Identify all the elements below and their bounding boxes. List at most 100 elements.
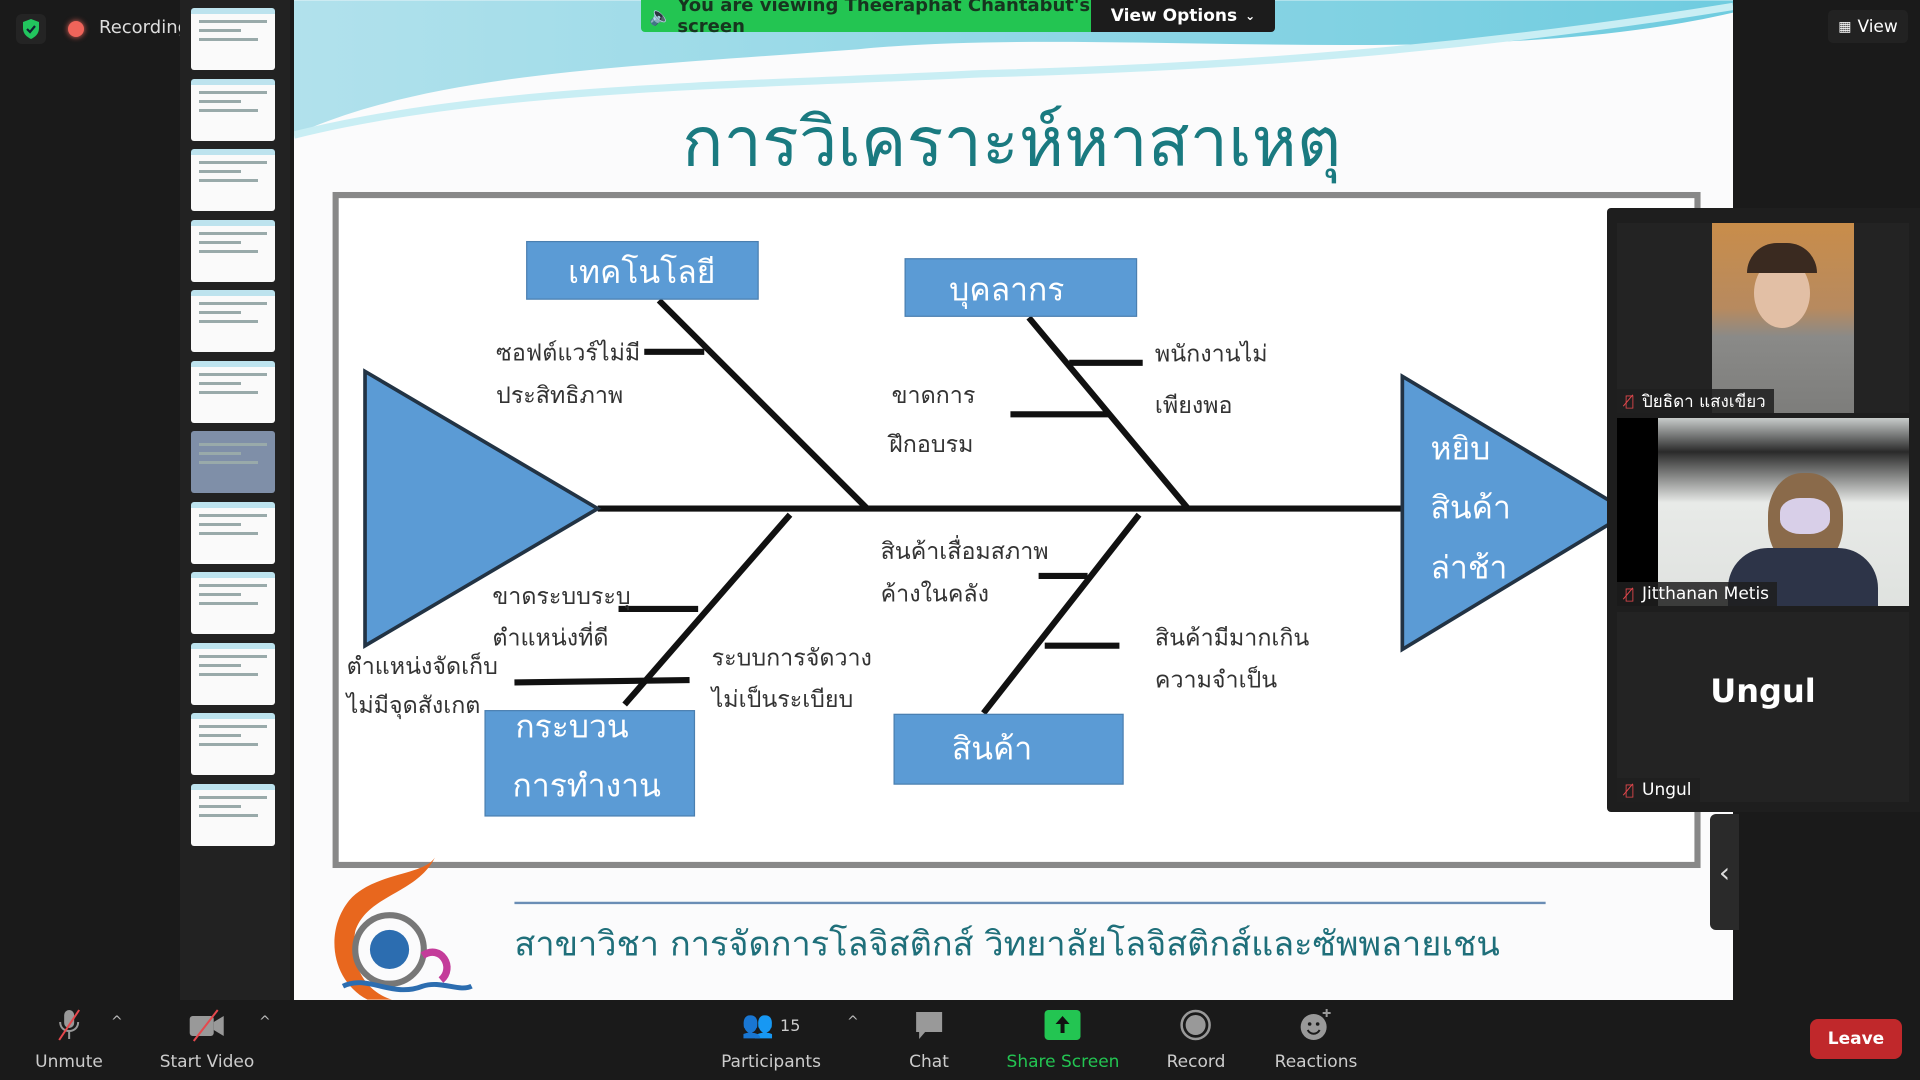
svg-text:ระบบการจัดวาง: ระบบการจัดวาง	[712, 644, 872, 671]
svg-text:ฝึกอบรม: ฝึกอบรม	[887, 431, 973, 458]
speaker-icon: 🔈	[649, 5, 672, 27]
category-box-product	[893, 713, 1124, 785]
share-screen-button[interactable]: Share Screen	[1006, 1008, 1120, 1072]
mic-muted-icon: 🎙̸	[1625, 392, 1635, 410]
slide-thumbnail[interactable]	[191, 8, 275, 70]
screen-share-banner: 🔈 You are viewing Theeraphat Chantabut's…	[641, 0, 1091, 37]
participant-name-bar: 🎙̸ ปิยธิดา แสงเขียว	[1617, 389, 1774, 413]
reactions-button[interactable]: Reactions	[1274, 1008, 1358, 1072]
svg-text:สินค้า: สินค้า	[1431, 488, 1511, 526]
video-tile[interactable]: 🎙̸ ปิยธิดา แสงเขียว	[1617, 223, 1909, 413]
participant-count: 15	[780, 1015, 801, 1035]
participant-video	[1658, 418, 1909, 606]
microphone-muted-icon	[55, 1008, 83, 1042]
svg-text:พนักงานไม่: พนักงานไม่	[1155, 341, 1268, 368]
category-box-process	[484, 710, 696, 817]
shared-screen-slide: การวิเคราะห์หาสาเหตุ หยิบ สินค้า ล่าช้า …	[293, 0, 1734, 1000]
view-options-label: View Options	[1110, 6, 1238, 26]
record-icon	[1180, 1008, 1212, 1042]
slide-thumbnail[interactable]	[191, 360, 275, 423]
leave-button[interactable]: Leave	[1810, 1019, 1902, 1059]
participants-label: Participants	[721, 1052, 821, 1072]
svg-text:ซอฟต์แวร์ไม่มี: ซอฟต์แวร์ไม่มี	[496, 339, 640, 366]
fishbone-diagram	[514, 298, 1403, 715]
unmute-button[interactable]: Unmute	[35, 1008, 103, 1072]
college-logo	[334, 857, 473, 1000]
chevron-left-icon: ‹	[1718, 855, 1731, 889]
chat-button[interactable]: Chat	[909, 1008, 949, 1072]
participants-options-caret[interactable]: ^	[847, 1014, 859, 1030]
category-box-technology	[526, 240, 759, 300]
share-screen-label: Share Screen	[1006, 1052, 1120, 1072]
banner-text: You are viewing Theeraphat Chantabut's s…	[677, 0, 1091, 37]
header-wave	[294, 0, 1733, 136]
slide-thumbnail[interactable]	[191, 501, 275, 564]
unmute-label: Unmute	[35, 1052, 103, 1072]
slide-thumbnail[interactable]	[191, 783, 275, 846]
slide-thumbnail[interactable]	[191, 219, 275, 282]
head-triangle	[1400, 373, 1633, 653]
video-tile[interactable]: 🎙̸ Jitthanan Metis	[1617, 418, 1909, 606]
reactions-label: Reactions	[1274, 1052, 1358, 1072]
cause-labels: ซอฟต์แวร์ไม่มีประสิทธิภาพ ขาดการฝึกอบรม …	[345, 339, 1310, 719]
security-shield-icon[interactable]	[16, 14, 46, 44]
participant-name-bar: 🎙̸ Ungul	[1617, 778, 1700, 802]
slide-thumbnail[interactable]	[191, 431, 275, 493]
slide-thumbnail[interactable]	[191, 642, 275, 705]
svg-text:ขาดการ: ขาดการ	[892, 382, 976, 409]
svg-text:ไม่เป็นระเบียบ: ไม่เป็นระเบียบ	[710, 684, 854, 713]
participant-video-panel: 🎙̸ ปิยธิดา แสงเขียว 🎙̸ Jitthanan Metis Ung…	[1607, 208, 1920, 812]
svg-text:ขาดระบบระบุ: ขาดระบบระบุ	[492, 583, 630, 610]
video-options-caret[interactable]: ^	[259, 1014, 271, 1030]
participant-name-bar: 🎙̸ Jitthanan Metis	[1617, 582, 1778, 606]
chat-label: Chat	[909, 1052, 949, 1072]
participant-name: ปิยธิดา แสงเขียว	[1642, 391, 1766, 412]
collapse-panel-button[interactable]: ‹	[1710, 814, 1739, 930]
svg-text:เพียงพอ: เพียงพอ	[1155, 392, 1233, 419]
svg-text:เทคโนโลยี: เทคโนโลยี	[568, 253, 715, 291]
view-options-button[interactable]: View Options ⌄	[1091, 0, 1275, 32]
slide-thumbnail[interactable]	[191, 149, 275, 211]
chat-icon	[913, 1008, 945, 1042]
svg-text:ล่าช้า: ล่าช้า	[1431, 548, 1508, 586]
svg-text:กระบวน: กระบวน	[515, 708, 628, 746]
svg-text:ตำแหน่งที่ดี: ตำแหน่งที่ดี	[492, 622, 608, 652]
slide-thumbnail[interactable]	[191, 290, 275, 352]
svg-text:สินค้ามีมากเกิน: สินค้ามีมากเกิน	[1155, 625, 1310, 652]
participant-display-name: Ungul	[1710, 672, 1816, 710]
start-video-label: Start Video	[159, 1052, 255, 1072]
reactions-smiley-icon	[1299, 1008, 1333, 1042]
slide-thumbnail-strip[interactable]	[180, 0, 290, 1000]
share-screen-icon	[1044, 1008, 1081, 1042]
svg-text:สินค้าเสื่อมสภาพ: สินค้าเสื่อมสภาพ	[881, 535, 1049, 565]
slide-thumbnail[interactable]	[191, 572, 275, 634]
participant-video	[1712, 223, 1854, 413]
slide-thumbnail[interactable]	[191, 713, 275, 775]
video-tile[interactable]: Ungul 🎙̸ Ungul	[1617, 612, 1909, 802]
participant-name: Jitthanan Metis	[1642, 584, 1770, 604]
record-label: Record	[1166, 1052, 1226, 1072]
view-label: View	[1857, 16, 1898, 37]
svg-text:สินค้า: สินค้า	[952, 730, 1032, 768]
mic-muted-icon: 🎙̸	[1625, 585, 1635, 603]
category-box-personnel	[904, 258, 1138, 317]
grid-icon: ▦	[1838, 18, 1852, 35]
mic-muted-icon: 🎙̸	[1625, 781, 1635, 799]
slide-title: การวิเคราะห์หาสาเหตุ	[682, 103, 1341, 184]
svg-text:ค้างในคลัง: ค้างในคลัง	[881, 581, 989, 608]
participant-name: Ungul	[1642, 780, 1692, 800]
start-video-button[interactable]: Start Video	[159, 1008, 255, 1072]
slide-thumbnail[interactable]	[191, 78, 275, 141]
svg-text:ความจำเป็น: ความจำเป็น	[1155, 664, 1277, 693]
chevron-down-icon: ⌄	[1245, 9, 1256, 23]
audio-options-caret[interactable]: ^	[111, 1014, 123, 1030]
svg-text:หยิบ: หยิบ	[1431, 430, 1491, 468]
view-button[interactable]: ▦ View	[1828, 10, 1908, 43]
recording-dot-icon	[68, 21, 84, 37]
footer-text: สาขาวิชา การจัดการโลจิสติกส์ วิทยาลัยโลจ…	[514, 925, 1499, 965]
participants-icon: 👥	[741, 1010, 775, 1040]
record-button[interactable]: Record	[1166, 1008, 1226, 1072]
camera-off-icon	[188, 1008, 226, 1042]
